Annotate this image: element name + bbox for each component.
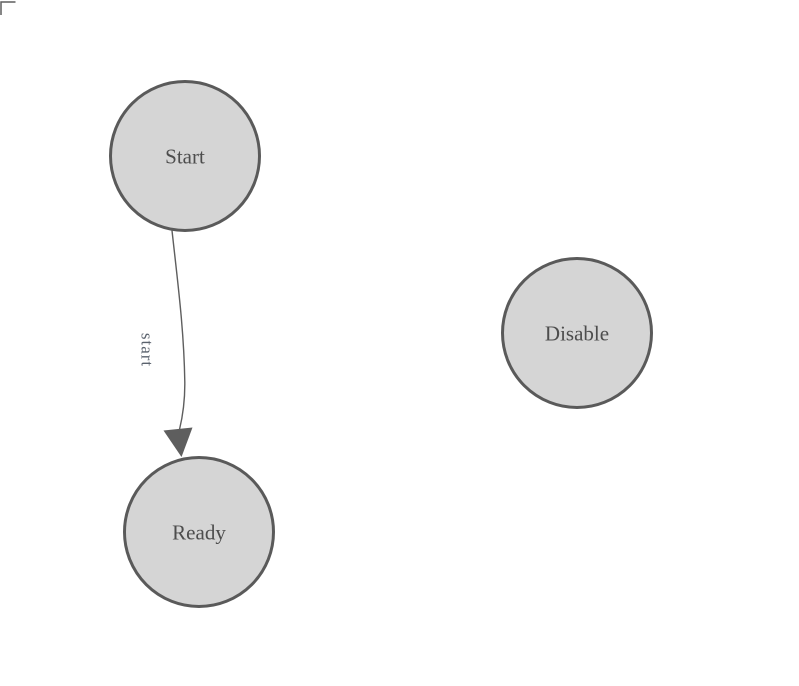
edge-label: start [138,333,157,367]
node-start[interactable]: Start [109,80,261,232]
edge-start-to-ready[interactable]: start [138,230,193,458]
canvas-origin-marker [0,1,16,15]
node-disable[interactable]: Disable [501,257,653,409]
node-body[interactable] [123,456,275,608]
edge-path[interactable] [171,230,186,430]
arrowhead-icon [163,427,193,457]
node-body[interactable] [501,257,653,409]
node-body[interactable] [109,80,261,232]
node-ready[interactable]: Ready [123,456,275,608]
